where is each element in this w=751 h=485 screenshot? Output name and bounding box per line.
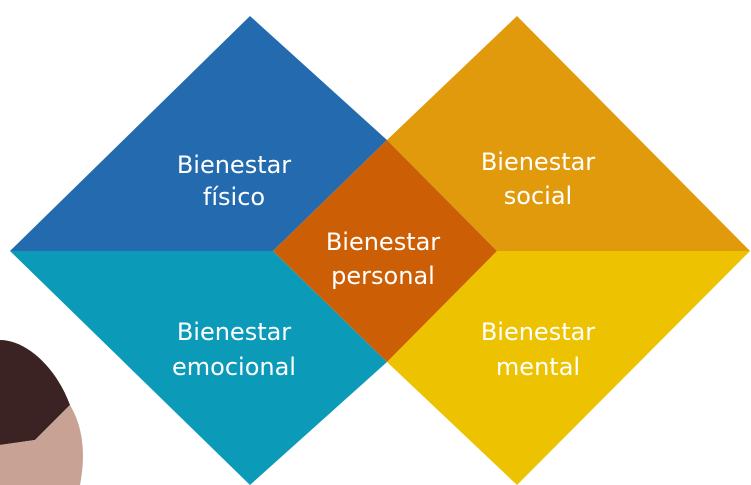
mental-label-line1: Bienestar xyxy=(481,318,595,346)
emocional-label-line2: emocional xyxy=(172,353,296,381)
fisico-label-line1: Bienestar xyxy=(177,151,291,179)
center-personal-shape xyxy=(273,140,497,362)
quadrant-social-shape xyxy=(387,16,750,251)
mental-label-line2: mental xyxy=(496,353,580,381)
photo-skin-shape xyxy=(0,405,83,485)
social-label-line1: Bienestar xyxy=(481,148,595,176)
emocional-label-line1: Bienestar xyxy=(177,318,291,346)
quadrant-fisico-shape xyxy=(10,16,387,251)
photo-dark-shape xyxy=(0,340,70,445)
personal-label-line1: Bienestar xyxy=(326,228,440,256)
quadrant-mental-shape xyxy=(387,251,750,485)
personal-label-line2: personal xyxy=(331,262,435,290)
social-label-line2: social xyxy=(504,182,572,210)
fisico-label-line2: físico xyxy=(203,183,265,211)
photo-fragment xyxy=(0,340,83,485)
quadrant-emocional-shape xyxy=(10,251,387,485)
